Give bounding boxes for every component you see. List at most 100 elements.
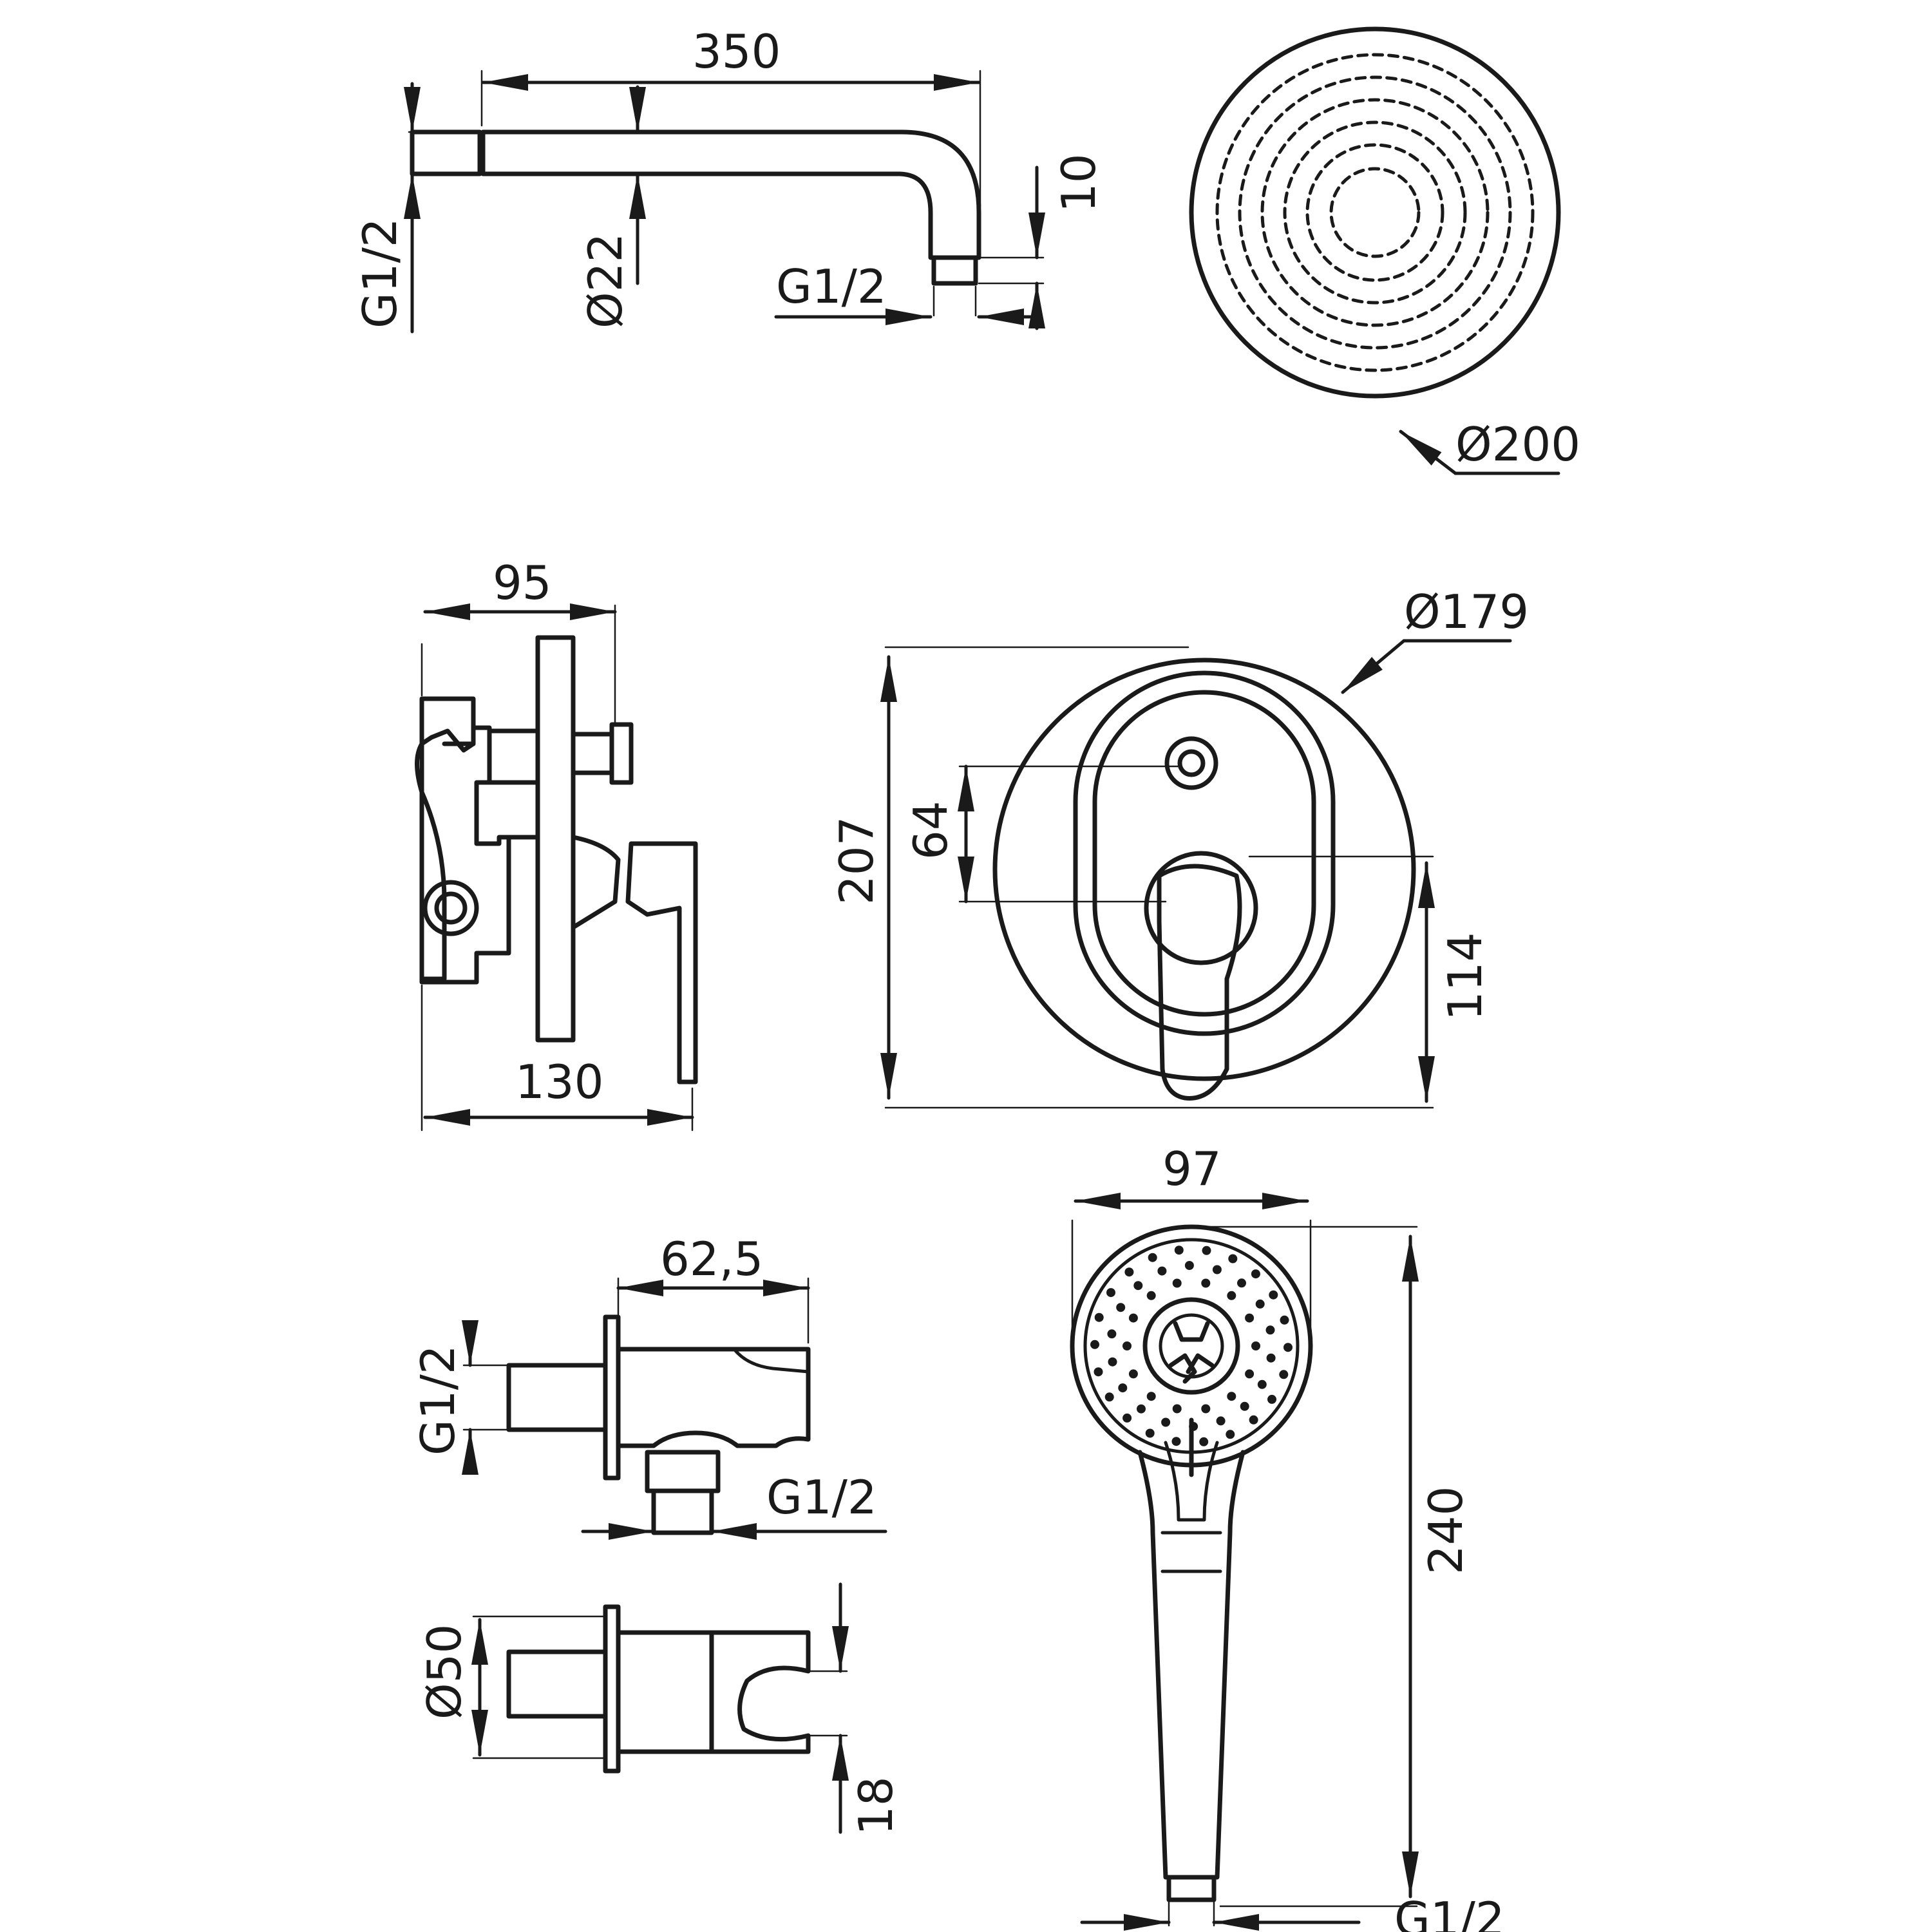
nozzle-dot — [1245, 1313, 1255, 1323]
holder-body — [616, 1630, 811, 1754]
nozzle-dot — [1257, 1379, 1267, 1389]
outlet-nut — [645, 1450, 721, 1493]
nozzle-dot — [1133, 1281, 1143, 1291]
nozzle-dot — [1157, 1266, 1167, 1276]
spray-selector — [1142, 1297, 1240, 1395]
nozzle-dot — [1107, 1329, 1117, 1339]
dim-label-outlet-thread-left: G1/2 — [411, 1345, 465, 1455]
mixer-valve-front-view: 207 64 114 Ø179 — [829, 585, 1529, 1109]
diverter-knob — [1164, 736, 1218, 790]
nozzle-dot — [1199, 1437, 1209, 1446]
nozzle-dot — [1137, 1404, 1146, 1414]
valve-port — [422, 880, 479, 936]
nozzle-dot — [1228, 1254, 1238, 1264]
nozzle-dot — [1094, 1367, 1103, 1377]
shower-arm-tube — [480, 129, 981, 260]
dim-label-holder-size: 18 — [849, 1776, 903, 1835]
dim-label-outlet-diameter: Ø50 — [417, 1624, 471, 1719]
nozzle-ring — [1329, 167, 1421, 258]
nozzle-dot — [1216, 1416, 1226, 1426]
nozzle-dot — [1251, 1341, 1260, 1350]
nozzle-dot — [1108, 1357, 1117, 1367]
dim-label-outlet-length: 62,5 — [660, 1232, 763, 1286]
nozzle-dot — [1237, 1278, 1246, 1288]
shower-head-outline — [1189, 26, 1561, 399]
nozzle-dot — [1090, 1340, 1099, 1349]
nozzle-dot — [1124, 1267, 1134, 1277]
dim-label-valve-depth-top: 95 — [493, 556, 552, 610]
dim-label-arm-thread-left: G1/2 — [353, 218, 407, 328]
nozzle-dot — [1266, 1353, 1276, 1363]
nozzle-dot — [1249, 1415, 1258, 1425]
valve-escutcheon-outer — [1073, 670, 1336, 1036]
dim-label-arm-outlet-thread: G1/2 — [776, 260, 887, 314]
diverter-knob-side — [609, 722, 634, 785]
nozzle-dot — [1146, 1291, 1156, 1300]
wall-outlet-top-view: Ø50 18 — [417, 1582, 903, 1835]
nozzle-dot — [1226, 1430, 1235, 1439]
hand-shower-handle — [1137, 1450, 1245, 1880]
nozzle-dot — [1279, 1370, 1289, 1379]
nozzle-ring — [1260, 98, 1490, 327]
dim-label-arm-diameter: Ø22 — [578, 233, 632, 328]
nozzle-dot — [1146, 1392, 1156, 1401]
nozzle-dot — [1116, 1303, 1126, 1312]
dim-label-arm-drop: 10 — [1052, 153, 1106, 213]
shower-head-view: Ø200 — [1189, 26, 1580, 475]
valve-escutcheon-inner — [1092, 690, 1316, 1017]
nozzle-ring — [1283, 120, 1467, 305]
nozzle-dot — [1201, 1278, 1211, 1288]
arm-outlet-nut — [931, 255, 978, 286]
nozzle-dot — [1255, 1299, 1265, 1309]
nozzle-dot — [1145, 1428, 1155, 1438]
nozzle-dot — [1122, 1413, 1132, 1423]
mixer-lever — [1157, 864, 1242, 1101]
nozzle-ring — [1215, 53, 1535, 372]
nozzle-dot — [1202, 1245, 1211, 1255]
dim-label-head-diameter: Ø200 — [1455, 417, 1580, 471]
outlet-thread-stub — [506, 1363, 608, 1432]
hand-shower-view: 97 240 G1/2 — [1070, 1142, 1505, 1932]
outlet-thread — [651, 1488, 714, 1535]
nozzle-dot — [1267, 1394, 1276, 1404]
nozzle-dot — [1201, 1404, 1211, 1414]
outlet-body — [616, 1347, 811, 1448]
dim-label-outlet-thread-bottom: G1/2 — [766, 1470, 877, 1524]
hand-shower-thread — [1166, 1875, 1217, 1902]
nozzle-dot — [1174, 1245, 1184, 1255]
nozzle-dot — [1280, 1315, 1289, 1325]
nozzle-dot — [1122, 1341, 1132, 1350]
dim-label-valve-depth-bottom: 130 — [515, 1055, 603, 1109]
nozzle-dot — [1128, 1369, 1138, 1379]
dim-label-plate-height: 207 — [829, 817, 884, 905]
dim-label-handle-spacing: 64 — [904, 800, 958, 860]
nozzle-ring — [1238, 75, 1512, 350]
nozzle-dot — [1172, 1404, 1182, 1414]
nozzle-dot — [1128, 1313, 1138, 1323]
lever-base — [1144, 851, 1258, 965]
cover-plate — [992, 658, 1416, 1081]
nozzle-dot — [1104, 1392, 1114, 1402]
dim-label-handle-height: 114 — [1438, 933, 1492, 1021]
nozzle-dot — [1148, 1253, 1157, 1262]
mixer-valve-side-view: 95 130 — [415, 556, 698, 1132]
nozzle-dot — [1106, 1288, 1115, 1298]
cover-plate-edge — [535, 635, 576, 1043]
valve-body — [415, 741, 447, 981]
wall-outlet-side-view: 62,5 G1/2 G1/2 — [411, 1232, 887, 1540]
nozzle-dot — [1227, 1291, 1236, 1300]
nozzle-dot — [1161, 1417, 1171, 1427]
dim-label-hand-shower-length: 240 — [1419, 1486, 1473, 1575]
lever-side — [625, 841, 698, 1084]
nozzle-dot — [1265, 1325, 1275, 1335]
nozzle-dot — [1118, 1383, 1128, 1393]
dim-label-hand-shower-thread: G1/2 — [1394, 1892, 1505, 1932]
holder-stub — [506, 1649, 608, 1719]
nozzle-dots — [1090, 1245, 1293, 1446]
arm-inlet-nut — [410, 129, 482, 176]
dim-label-plate-diameter: Ø179 — [1404, 585, 1529, 639]
nozzle-dot — [1269, 1290, 1278, 1300]
nozzle-dot — [1172, 1278, 1182, 1288]
nozzle-dot — [1240, 1401, 1249, 1411]
